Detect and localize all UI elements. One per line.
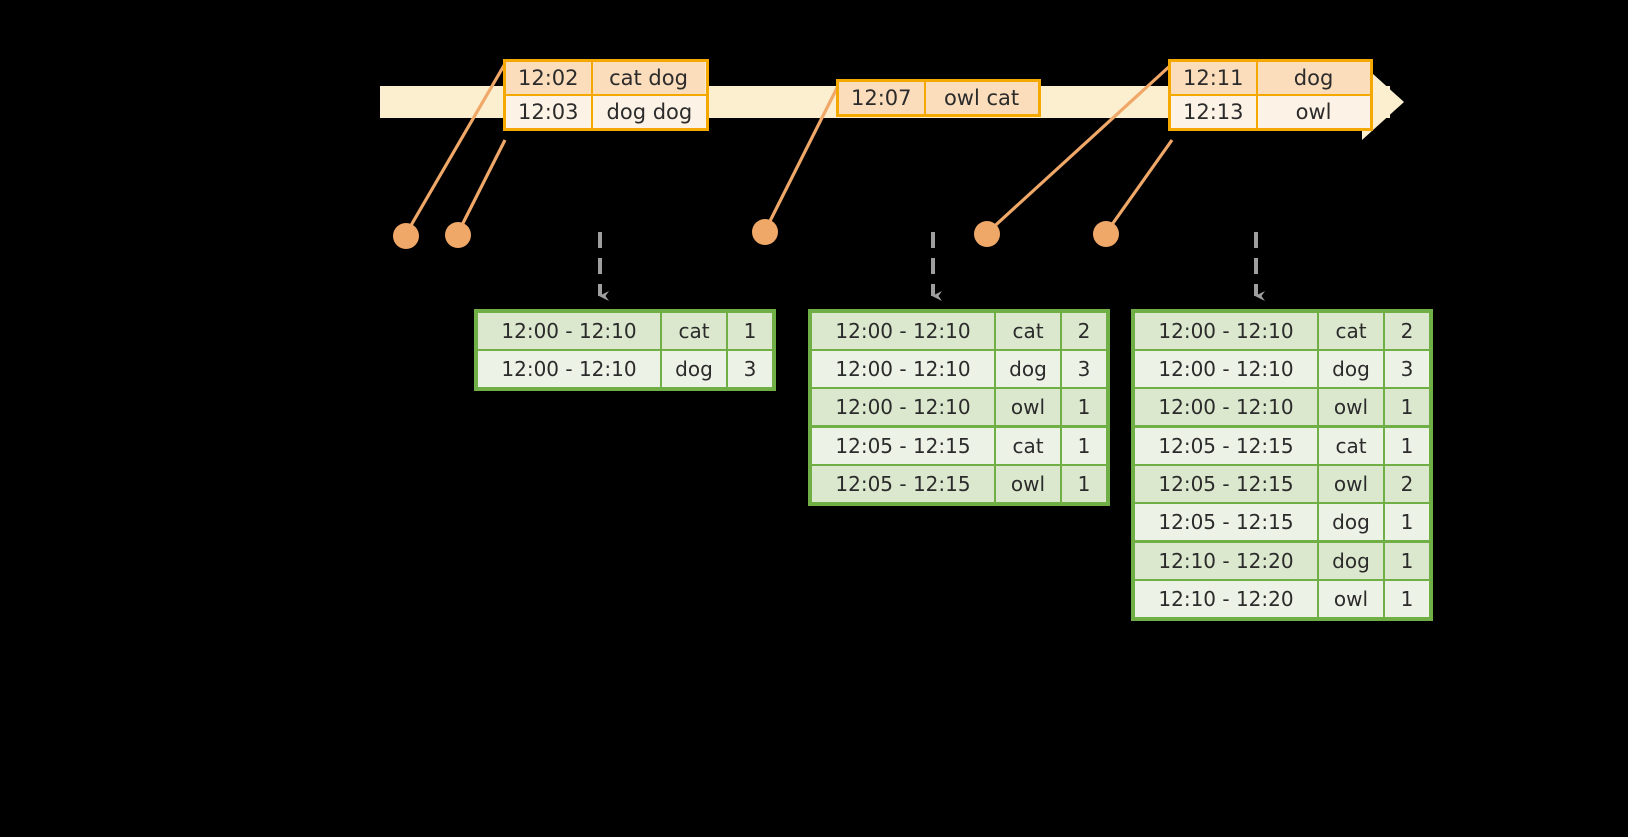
cell-count: 2 (1385, 313, 1429, 349)
event-dots (393, 219, 1119, 249)
event-dot-3 (752, 219, 778, 245)
cell-word: owl (996, 466, 1060, 502)
cell-word: owl (996, 389, 1060, 425)
cell-word: dog (662, 351, 726, 387)
event-dot-2 (445, 222, 471, 248)
cell-word: cat (1319, 313, 1383, 349)
cell-word: cat (996, 428, 1060, 464)
cell-window: 12:05 - 12:15 (812, 428, 994, 464)
table-row[interactable]: 12:05 - 12:15 cat 1 (1135, 428, 1429, 464)
table-row[interactable]: 12:05 - 12:15 cat 1 (812, 428, 1106, 464)
cell-count: 3 (1062, 351, 1106, 387)
event-words: owl (1257, 96, 1370, 128)
event-words: dog (1257, 62, 1370, 94)
window-separator (1135, 540, 1429, 543)
event-row[interactable]: 12:07 owl cat (839, 82, 1038, 114)
event-words: owl cat (925, 82, 1038, 114)
cell-count: 1 (1062, 466, 1106, 502)
event-group-2[interactable]: 12:07 owl cat (836, 79, 1041, 117)
cell-window: 12:00 - 12:10 (478, 313, 660, 349)
table-row[interactable]: 12:05 - 12:15 dog 1 (1135, 504, 1429, 540)
cell-count: 2 (1385, 466, 1429, 502)
event-words: cat dog (592, 62, 705, 94)
cell-count: 1 (1385, 504, 1429, 540)
event-row[interactable]: 12:02 cat dog (506, 62, 706, 94)
table-row[interactable]: 12:10 - 12:20 owl 1 (1135, 581, 1429, 617)
connector-1 (404, 61, 508, 235)
cell-word: cat (996, 313, 1060, 349)
event-row[interactable]: 12:11 dog (1171, 62, 1370, 94)
table-row[interactable]: 12:10 - 12:20 dog 1 (1135, 543, 1429, 579)
cell-count: 3 (728, 351, 772, 387)
table-row[interactable]: 12:00 - 12:10 dog 3 (1135, 351, 1429, 387)
cell-count: 1 (1385, 543, 1429, 579)
window-separator (1135, 425, 1429, 428)
cell-count: 1 (1385, 389, 1429, 425)
cell-window: 12:10 - 12:20 (1135, 581, 1317, 617)
event-time: 12:02 (506, 62, 593, 94)
cell-count: 3 (1385, 351, 1429, 387)
table-row[interactable]: 12:00 - 12:10 owl 1 (1135, 389, 1429, 425)
cell-window: 12:00 - 12:10 (478, 351, 660, 387)
cell-window: 12:00 - 12:10 (1135, 313, 1317, 349)
cell-window: 12:05 - 12:15 (1135, 428, 1317, 464)
event-row[interactable]: 12:03 dog dog (506, 94, 707, 128)
result-table-1[interactable]: 12:00 - 12:10 cat 1 12:00 - 12:10 dog 3 (474, 309, 776, 391)
cell-count: 1 (1385, 581, 1429, 617)
table-row[interactable]: 12:00 - 12:10 dog 3 (478, 351, 772, 387)
cell-window: 12:00 - 12:10 (1135, 389, 1317, 425)
connector-5 (1104, 139, 1174, 234)
cell-word: cat (1319, 428, 1383, 464)
cell-word: cat (662, 313, 726, 349)
table-row[interactable]: 12:00 - 12:10 owl 1 (812, 389, 1106, 425)
cell-word: owl (1319, 466, 1383, 502)
cell-window: 12:05 - 12:15 (812, 466, 994, 502)
cell-window: 12:00 - 12:10 (812, 351, 994, 387)
cell-word: dog (1319, 504, 1383, 540)
cell-window: 12:05 - 12:15 (1135, 504, 1317, 540)
event-words: dog dog (592, 96, 707, 128)
cell-window: 12:00 - 12:10 (812, 389, 994, 425)
result-table-3[interactable]: 12:00 - 12:10 cat 2 12:00 - 12:10 dog 3 … (1131, 309, 1433, 621)
dashed-arrows (598, 232, 1265, 301)
event-dot-5 (1093, 221, 1119, 247)
event-time: 12:13 (1171, 96, 1258, 128)
event-time: 12:07 (839, 82, 926, 114)
cell-count: 1 (1062, 428, 1106, 464)
event-group-1[interactable]: 12:02 cat dog 12:03 dog dog (503, 59, 710, 131)
table-row[interactable]: 12:00 - 12:10 cat 2 (812, 313, 1106, 349)
cell-window: 12:10 - 12:20 (1135, 543, 1317, 579)
cell-count: 2 (1062, 313, 1106, 349)
cell-count: 1 (1062, 389, 1106, 425)
event-group-3[interactable]: 12:11 dog 12:13 owl (1168, 59, 1373, 131)
table-row[interactable]: 12:00 - 12:10 dog 3 (812, 351, 1106, 387)
cell-word: dog (1319, 543, 1383, 579)
event-time: 12:03 (506, 96, 593, 128)
window-separator (812, 425, 1106, 428)
cell-count: 1 (728, 313, 772, 349)
event-dot-1 (393, 223, 419, 249)
cell-count: 1 (1385, 428, 1429, 464)
cell-window: 12:00 - 12:10 (812, 313, 994, 349)
event-row[interactable]: 12:13 owl (1171, 94, 1370, 128)
table-row[interactable]: 12:00 - 12:10 cat 1 (478, 313, 772, 349)
result-table-2[interactable]: 12:00 - 12:10 cat 2 12:00 - 12:10 dog 3 … (808, 309, 1110, 506)
cell-word: dog (996, 351, 1060, 387)
event-dot-4 (974, 221, 1000, 247)
table-row[interactable]: 12:05 - 12:15 owl 1 (812, 466, 1106, 502)
cell-word: owl (1319, 389, 1383, 425)
table-row[interactable]: 12:00 - 12:10 cat 2 (1135, 313, 1429, 349)
cell-window: 12:05 - 12:15 (1135, 466, 1317, 502)
event-time: 12:11 (1171, 62, 1258, 94)
table-row[interactable]: 12:05 - 12:15 owl 2 (1135, 466, 1429, 502)
cell-window: 12:00 - 12:10 (1135, 351, 1317, 387)
connector-2 (456, 139, 507, 234)
cell-word: owl (1319, 581, 1383, 617)
cell-word: dog (1319, 351, 1383, 387)
connector-3 (763, 79, 843, 232)
